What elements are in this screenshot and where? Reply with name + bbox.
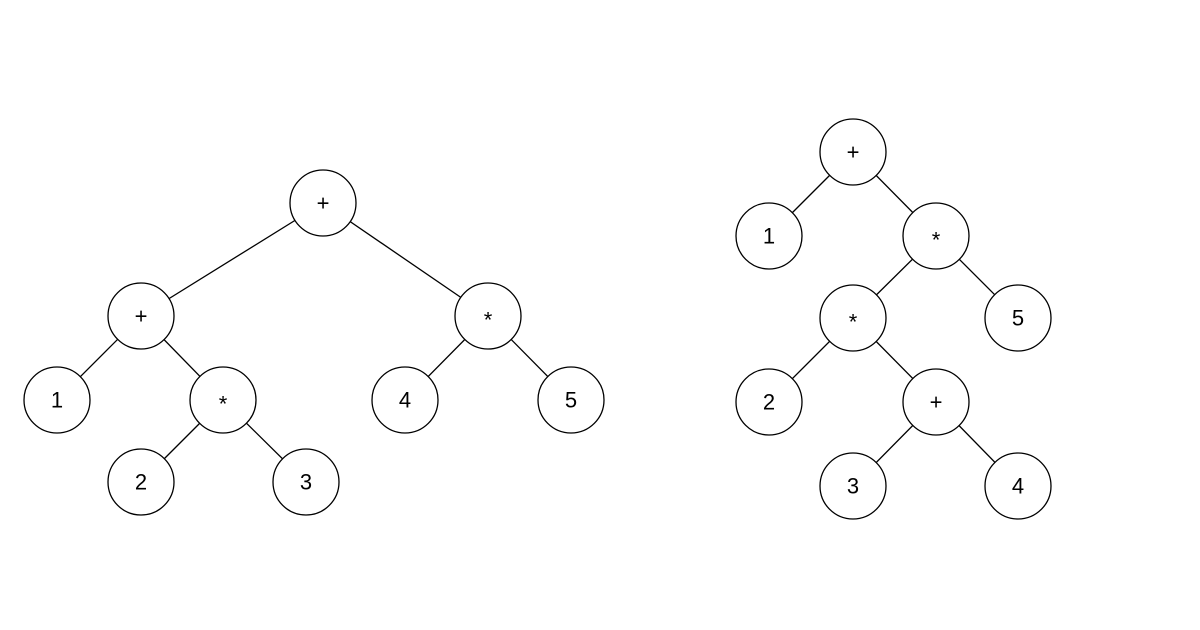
node-label: 1 (763, 224, 775, 249)
node-circle (289, 169, 357, 237)
node-circle (107, 282, 175, 350)
node-label: * (219, 392, 228, 417)
operator-node-plus: + (289, 169, 357, 237)
node-label: 4 (1012, 474, 1024, 499)
operator-node-plus: + (819, 118, 887, 186)
operator-node-multiply: * (819, 284, 887, 352)
operator-node-multiply: * (454, 282, 522, 350)
right-expression-tree: +1 * * 5 2 +3 4 (735, 118, 1052, 520)
operand-node: 4 (371, 366, 439, 434)
node-label: + (135, 304, 148, 329)
node-circle (23, 366, 91, 434)
node-circle (902, 202, 970, 270)
node-label: * (932, 228, 941, 253)
node-label: + (317, 191, 330, 216)
node-label: 2 (135, 470, 147, 495)
operator-node-multiply: * (189, 366, 257, 434)
node-label: 1 (51, 388, 63, 413)
operator-node-plus: + (107, 282, 175, 350)
node-label: 5 (565, 388, 577, 413)
node-circle (189, 366, 257, 434)
operator-node-plus: + (902, 368, 970, 436)
node-label: * (484, 308, 493, 333)
tree-edge (140, 202, 324, 317)
operand-node: 4 (984, 452, 1052, 520)
node-circle (902, 368, 970, 436)
operand-node: 3 (272, 448, 340, 516)
node-label: 3 (847, 474, 859, 499)
node-circle (819, 284, 887, 352)
node-circle (984, 452, 1052, 520)
operand-node: 1 (23, 366, 91, 434)
operand-node: 5 (537, 366, 605, 434)
node-label: + (930, 390, 943, 415)
node-label: * (849, 310, 858, 335)
node-label: 2 (763, 390, 775, 415)
node-circle (537, 366, 605, 434)
node-circle (984, 284, 1052, 352)
node-circle (735, 368, 803, 436)
operand-node: 1 (735, 202, 803, 270)
node-label: + (847, 140, 860, 165)
operand-node: 2 (735, 368, 803, 436)
node-label: 3 (300, 470, 312, 495)
node-circle (819, 452, 887, 520)
operand-node: 2 (107, 448, 175, 516)
operand-node: 5 (984, 284, 1052, 352)
node-label: 4 (399, 388, 411, 413)
node-circle (272, 448, 340, 516)
operator-node-multiply: * (902, 202, 970, 270)
node-label: 5 (1012, 306, 1024, 331)
node-circle (371, 366, 439, 434)
node-circle (735, 202, 803, 270)
left-expression-tree: + + * 1 * 4 5 2 3 (23, 169, 605, 516)
node-circle (107, 448, 175, 516)
operand-node: 3 (819, 452, 887, 520)
node-circle (454, 282, 522, 350)
node-circle (819, 118, 887, 186)
